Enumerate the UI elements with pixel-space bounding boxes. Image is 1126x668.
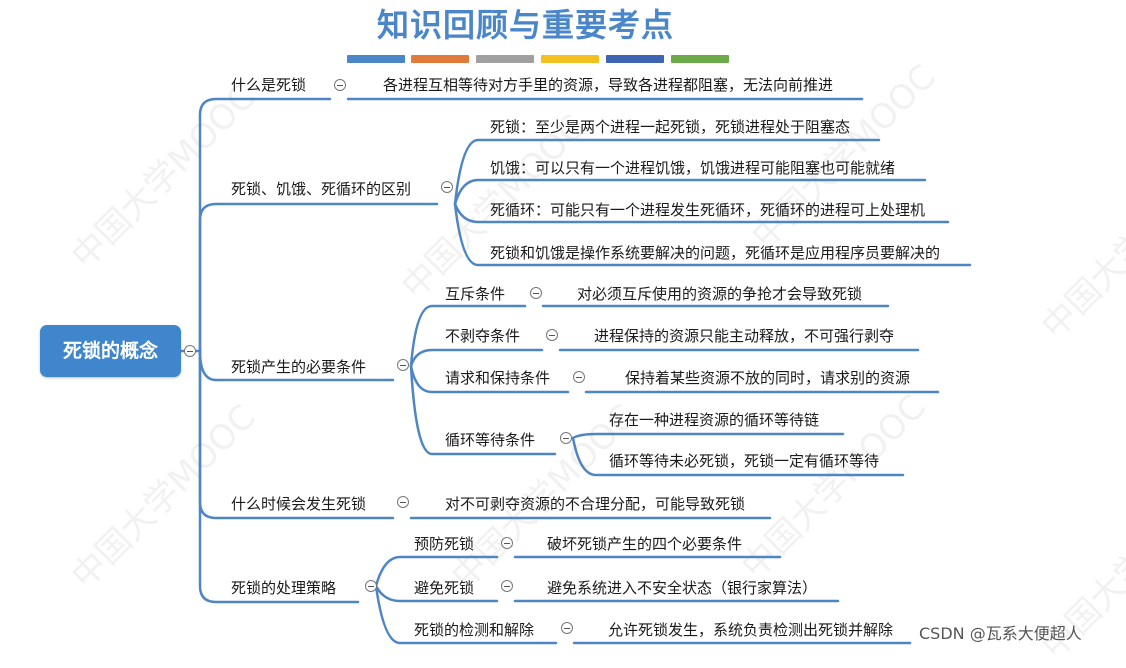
color-strip-segment bbox=[347, 55, 405, 63]
connector-b5-sub bbox=[374, 584, 499, 603]
color-strip-segment bbox=[411, 55, 469, 63]
leaf-infinite-loop-desc[interactable]: 死循环：可能只有一个进程发生死循环，死循环的进程可上处理机 bbox=[490, 201, 926, 219]
connector-b3-sub bbox=[409, 348, 544, 368]
connector-b5-sub bbox=[374, 584, 558, 645]
sub-detection-recovery[interactable]: 死锁的检测和解除 bbox=[414, 621, 535, 639]
leaf-detection-recovery[interactable]: 允许死锁发生，系统负责检测出死锁并解除 bbox=[608, 621, 894, 639]
connector-b5 bbox=[198, 349, 360, 604]
sub-no-preemption[interactable]: 不剥夺条件 bbox=[445, 327, 521, 345]
branch-when-deadlock[interactable]: 什么时候会发生死锁 bbox=[231, 495, 367, 513]
leaf-deadlock-desc[interactable]: 死锁：至少是两个进程一起死锁，死锁进程处于阻塞态 bbox=[490, 118, 851, 136]
color-strip-segment bbox=[476, 55, 534, 63]
collapse-icon[interactable] bbox=[441, 181, 453, 193]
leaf-circular-wait-note[interactable]: 循环等待未必死锁，死锁一定有循环等待 bbox=[609, 452, 880, 470]
page-title: 知识回顾与重要考点 bbox=[377, 6, 675, 44]
color-strip-segment bbox=[606, 55, 664, 63]
collapse-icon[interactable] bbox=[397, 359, 409, 371]
connector-b3-leaf bbox=[571, 436, 905, 477]
collapse-icon[interactable] bbox=[365, 580, 377, 592]
leaf-avoidance[interactable]: 避免系统进入不安全状态（银行家算法） bbox=[547, 579, 818, 597]
connector-b2-leaf bbox=[453, 178, 927, 206]
branch-what-is-deadlock[interactable]: 什么是死锁 bbox=[231, 76, 307, 94]
collapse-icon[interactable] bbox=[561, 622, 573, 634]
branch-handling-strategies[interactable]: 死锁的处理策略 bbox=[231, 579, 337, 597]
sub-mutual-exclusion[interactable]: 互斥条件 bbox=[445, 285, 506, 303]
collapse-icon[interactable] bbox=[184, 345, 196, 357]
collapse-icon[interactable] bbox=[560, 432, 572, 444]
leaf-no-preemption[interactable]: 进程保持的资源只能主动释放，不可强行剥夺 bbox=[594, 327, 895, 345]
collapse-icon[interactable] bbox=[501, 537, 513, 549]
connector-b2 bbox=[198, 202, 439, 353]
leaf-definition[interactable]: 各进程互相等待对方手里的资源，导致各进程都阻塞，无法向前推进 bbox=[383, 76, 834, 94]
leaf-hold-and-wait[interactable]: 保持着某些资源不放的同时，请求别的资源 bbox=[625, 369, 911, 387]
connector-b2-leaf bbox=[453, 138, 881, 206]
collapse-icon[interactable] bbox=[501, 580, 513, 592]
collapse-icon[interactable] bbox=[334, 79, 346, 91]
connector-b1 bbox=[198, 97, 332, 353]
branch-differences[interactable]: 死锁、饥饿、死循环的区别 bbox=[231, 180, 412, 198]
credit-watermark: CSDN @瓦系大便超人 bbox=[919, 624, 1082, 643]
connector-b2-leaf bbox=[453, 202, 972, 267]
connector-b3-leaf bbox=[571, 432, 845, 440]
connector-lines bbox=[179, 97, 972, 645]
leaf-mutual-exclusion[interactable]: 对必须互斥使用的资源的争抢才会导致死锁 bbox=[577, 285, 863, 303]
collapse-icon[interactable] bbox=[530, 287, 542, 299]
leaf-responsibility[interactable]: 死锁和饥饿是操作系统要解决的问题，死循环是应用程序员要解决的 bbox=[490, 244, 941, 262]
collapse-icon[interactable] bbox=[397, 496, 409, 508]
color-strip-segment bbox=[671, 55, 729, 63]
connector-b5-sub bbox=[374, 555, 499, 588]
branch-necessary-conditions[interactable]: 死锁产生的必要条件 bbox=[231, 358, 367, 376]
leaf-prevention[interactable]: 破坏死锁产生的四个必要条件 bbox=[547, 535, 743, 553]
connector-b3-sub bbox=[409, 364, 557, 456]
leaf-starvation-desc[interactable]: 饥饿：可以只有一个进程饥饿，饥饿进程可能阻塞也可能就绪 bbox=[490, 159, 896, 177]
collapse-icon[interactable] bbox=[546, 329, 558, 341]
sub-prevention[interactable]: 预防死锁 bbox=[414, 535, 475, 553]
color-strip-segment bbox=[541, 55, 599, 63]
sub-circular-wait[interactable]: 循环等待条件 bbox=[445, 431, 536, 449]
sub-hold-and-wait[interactable]: 请求和保持条件 bbox=[445, 369, 551, 387]
leaf-cause[interactable]: 对不可剥夺资源的不合理分配，可能导致死锁 bbox=[445, 495, 746, 513]
connector-b3-sub bbox=[409, 304, 527, 368]
root-node[interactable]: 死锁的概念 bbox=[40, 325, 181, 377]
collapse-icon[interactable] bbox=[573, 371, 585, 383]
leaf-circular-wait-chain[interactable]: 存在一种进程资源的循环等待链 bbox=[609, 411, 820, 429]
sub-avoidance[interactable]: 避免死锁 bbox=[414, 579, 475, 597]
